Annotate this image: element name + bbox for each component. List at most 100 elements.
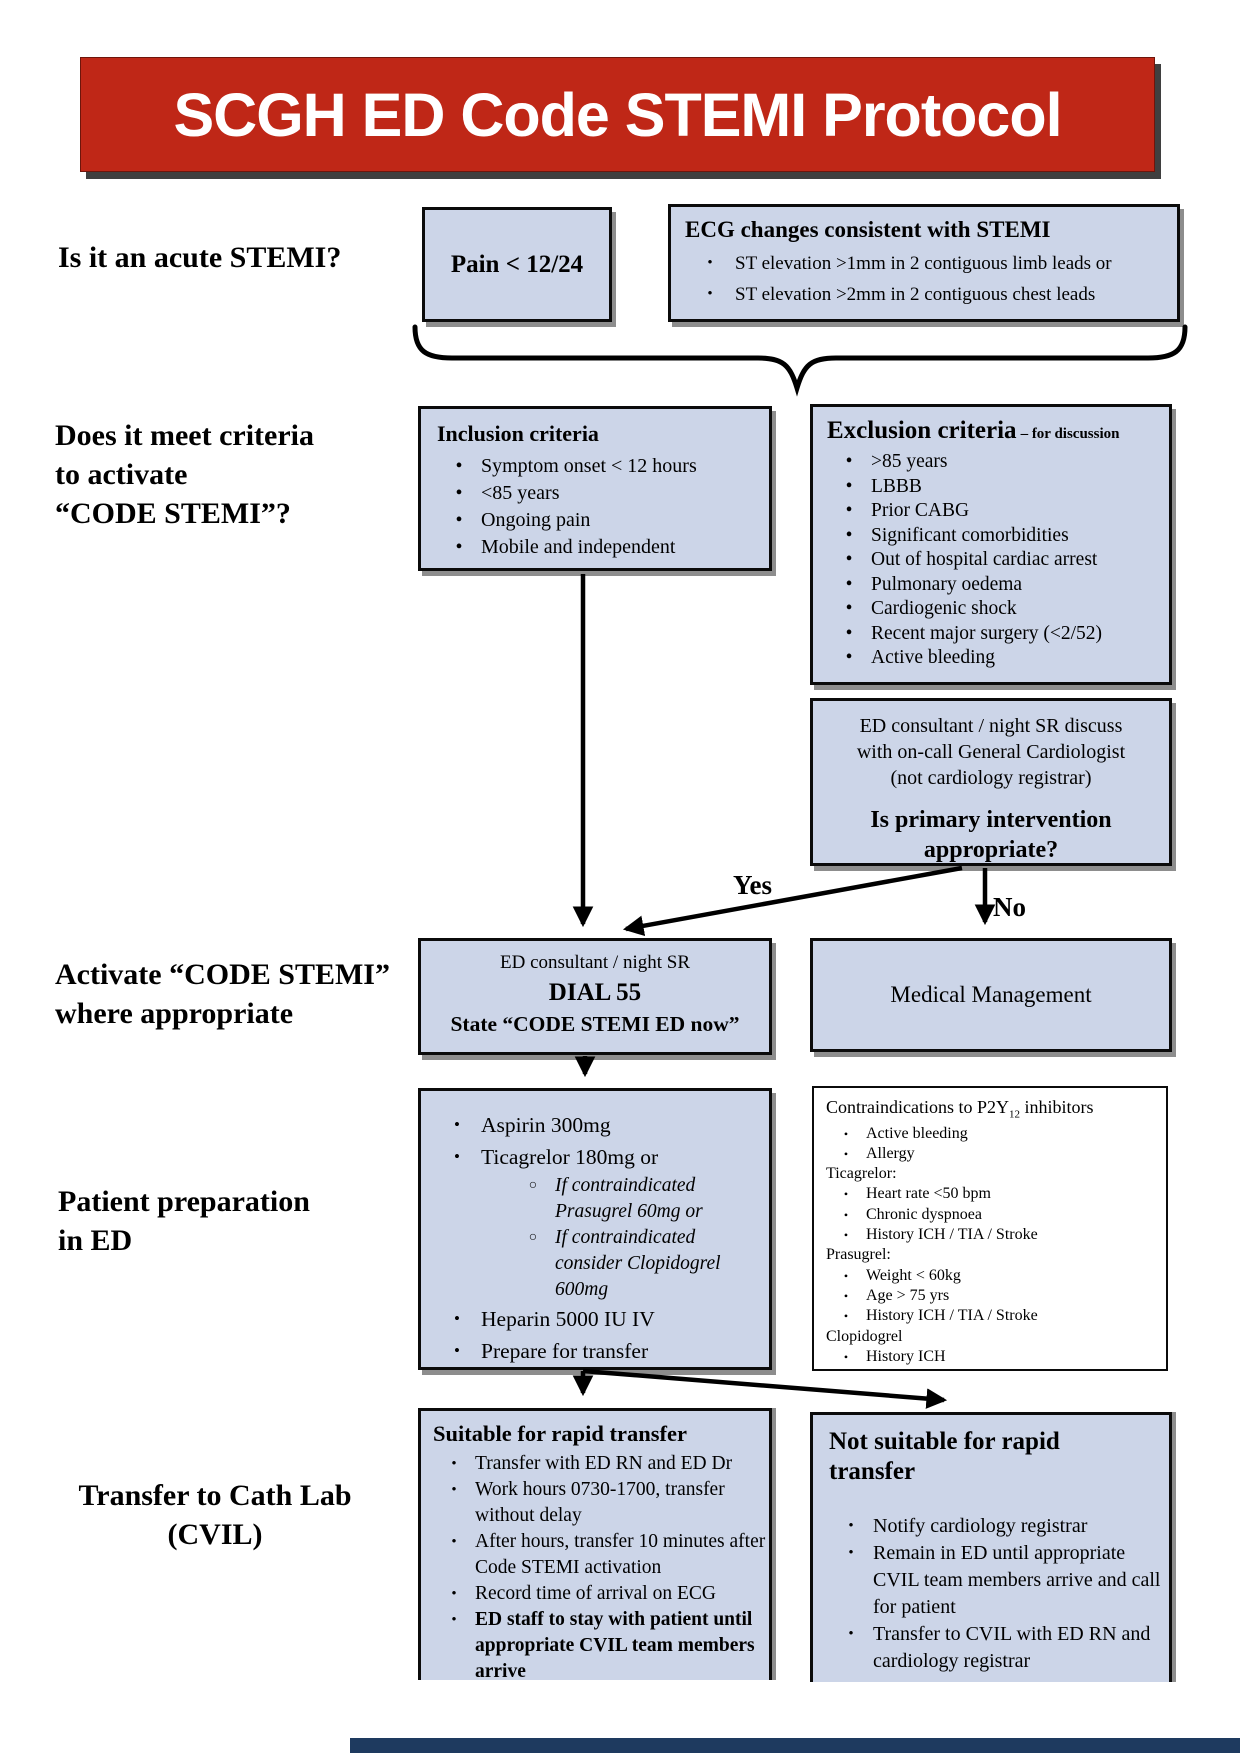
bullet-item: •History ICH [826,1347,1162,1367]
bullet-marker: • [451,1534,457,1550]
box-medical-management: Medical Management [810,938,1172,1052]
arrow-yes-branch [622,865,963,937]
bullet-marker: • [454,1309,460,1328]
bullet-marker: • [845,451,853,472]
bullet-item: •Weight < 60kg [826,1266,1162,1286]
bullet-marker: • [455,509,463,531]
box-cardiologist-discussion: ED consultant / night SR discuss with on… [810,698,1172,866]
bullet-item: •Heparin 5000 IU IV [433,1303,765,1335]
bullet-item: •Record time of arrival on ECG [433,1581,767,1607]
bullet-item: •Age > 75 yrs [826,1286,1162,1306]
page-title: SCGH ED Code STEMI Protocol [173,80,1062,149]
bullet-item: • ST elevation >1mm in 2 contiguous limb… [685,248,1167,279]
bullet-marker: • [451,1482,457,1498]
bullet-marker: • [845,475,853,497]
primary-intervention-question: Is primary intervention appropriate? [870,807,1112,863]
drug-group-label: Prasugrel: [826,1246,891,1264]
bullet-item: •Mobile and independent [437,534,763,561]
bullet-marker: • [843,1349,849,1364]
bullet-item: •Remain in ED until appropriate CVIL tea… [829,1540,1163,1621]
box-activate-code-stemi: ED consultant / night SR DIAL 55 State “… [418,938,772,1055]
bullet-marker: • [451,1612,457,1628]
label-activate-code-stemi: Activate “CODE STEMI” where appropriate [55,958,390,1030]
arrow-prep-to-not-suitable [582,1368,948,1409]
bullet-item: •ED staff to stay with patient until app… [433,1607,767,1685]
bullet-item: •Ticagrelor 180mg or [433,1141,765,1173]
drug-group-label: Clopidogrel [826,1327,903,1345]
bullet-marker: • [451,1456,457,1472]
bullet-item: •LBBB [827,475,1163,500]
bullet-marker: • [845,500,853,521]
bullet-item: •Active bleeding [826,1124,1162,1144]
bullet-marker: • [843,1126,849,1141]
box-inclusion-criteria: Inclusion criteria •Symptom onset < 12 h… [418,406,772,571]
bullet-item: •>85 years [827,450,1163,475]
bullet-item: •History ICH / TIA / Stroke [826,1306,1162,1326]
box-not-suitable-transfer: Not suitable for rapid transfer •Notify … [810,1412,1172,1682]
bullet-marker: • [455,482,463,504]
exclusion-title-suffix: – for discussion [1020,426,1120,442]
bullet-marker: • [451,1586,457,1602]
bullet-item: •Heart rate <50 bpm [826,1184,1162,1204]
bullet-item: •Work hours 0730-1700, transfer without … [433,1477,767,1529]
bottom-banner-strip [350,1738,1240,1753]
bullet-item: •Notify cardiology registrar [829,1513,1163,1540]
bullet-marker: • [845,573,853,595]
bullet-marker: • [845,647,853,668]
bullet-item: •Aspirin 300mg [433,1109,765,1141]
brace-connector [412,324,1188,397]
box-p2y12-contraindications: Contraindications to P2Y12 inhibitors •A… [812,1086,1168,1371]
bullet-marker: • [843,1146,849,1161]
sub-bullet-item: ○If contraindicated Prasugrel 60mg or [511,1173,765,1225]
bullet-marker: • [843,1288,849,1303]
exclusion-title-row: Exclusion criteria – for discussion [827,417,1163,445]
circle-bullet-marker: ○ [528,1230,538,1245]
label-patient-preparation: Patient preparation in ED [58,1185,310,1257]
bullet-item: •Transfer with ED RN and ED Dr [433,1451,767,1477]
bullet-item: •Recent major surgery (<2/52) [827,622,1163,647]
box-exclusion-criteria: Exclusion criteria – for discussion •>85… [810,404,1172,685]
bullet-item: •History ICH / TIA / Stroke [826,1225,1162,1245]
bullet-item: •Prepare for transfer [433,1335,765,1367]
label-transfer-to-cath-lab: Transfer to Cath Lab (CVIL) [78,1479,352,1551]
box-ecg-criteria: ECG changes consistent with STEMI • ST e… [668,204,1180,322]
bullet-marker: • [845,549,853,570]
label-is-it-acute-stemi: Is it an acute STEMI? [58,241,342,274]
not-suitable-bullets: •Notify cardiology registrar •Remain in … [829,1513,1163,1675]
bullet-marker: • [843,1309,849,1324]
bullet-item: •Out of hospital cardiac arrest [827,548,1163,573]
box-patient-preparation: •Aspirin 300mg •Ticagrelor 180mg or ○If … [418,1088,772,1370]
bullet-marker: • [707,286,713,302]
bullet-marker: • [843,1268,849,1283]
suitable-title: Suitable for rapid transfer [433,1421,687,1446]
bullet-marker: • [454,1115,460,1134]
bullet-marker: • [843,1207,849,1222]
bullet-item: •Symptom onset < 12 hours [437,453,763,480]
box-suitable-transfer: Suitable for rapid transfer •Transfer wi… [418,1408,772,1682]
box-pain-duration: Pain < 12/24 [422,207,612,322]
bullet-item: •Significant comorbidities [827,524,1163,549]
bullet-marker: • [848,1518,854,1534]
contraindications-title: Contraindications to P2Y12 inhibitors [826,1097,1094,1121]
label-does-it-meet-criteria: Does it meet criteria to activate “CODE … [55,419,315,530]
bullet-item: •Prior CABG [827,499,1163,524]
bullet-marker: • [843,1187,849,1202]
bullet-marker: • [455,536,463,558]
dial-55-text: DIAL 55 [548,979,642,1006]
yes-branch-label: Yes [733,870,772,900]
bullet-marker: • [454,1341,460,1360]
title-banner: SCGH ED Code STEMI Protocol [80,57,1155,172]
bullet-item: •Ongoing pain [437,507,763,534]
bullet-marker: • [454,1147,460,1166]
bullet-item: •After hours, transfer 10 minutes after … [433,1529,767,1581]
bullet-item: •Transfer to CVIL with ED RN and cardiol… [829,1621,1163,1675]
bullet-item: •Pulmonary oedema [827,573,1163,598]
bullet-marker: • [845,598,853,619]
bullet-item: •<85 years [437,480,763,507]
bullet-item: •Allergy [826,1144,1162,1164]
circle-bullet-marker: ○ [528,1178,538,1193]
bullet-marker: • [848,1626,854,1642]
bullet-marker: • [848,1545,854,1561]
not-suitable-title: Not suitable for rapid transfer [829,1428,1060,1485]
